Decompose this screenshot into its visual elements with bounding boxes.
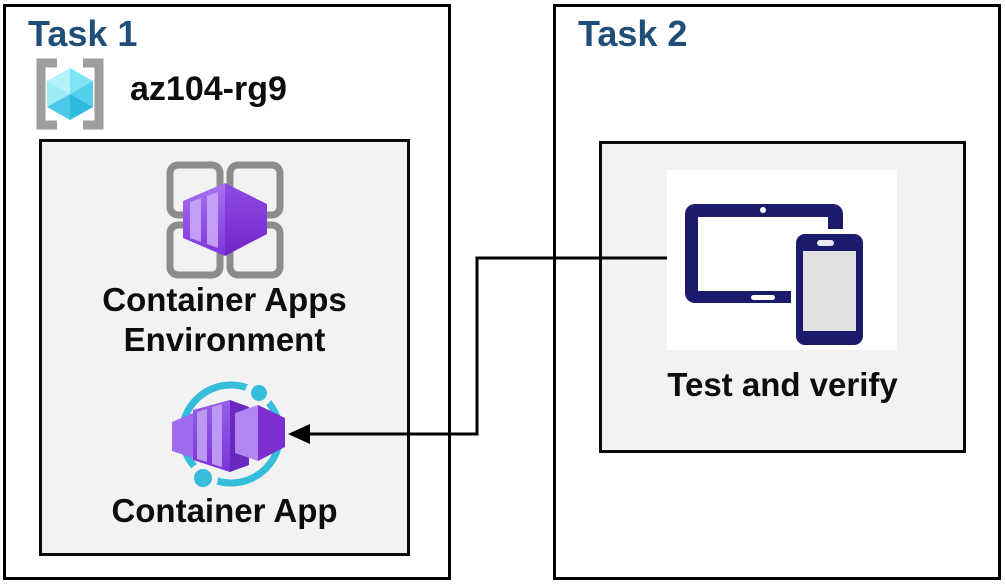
devices-icon-background	[667, 170, 897, 350]
task2-box: Task 2 Test and verify	[553, 4, 1001, 580]
devices-icon	[685, 204, 868, 349]
environment-label: Container Apps Environment	[42, 280, 407, 360]
resource-group-icon	[36, 58, 104, 130]
resource-group-name: az104-rg9	[130, 70, 287, 108]
environment-label-line1: Container Apps	[102, 281, 347, 318]
task2-title: Task 2	[578, 13, 688, 54]
environment-panel: Container Apps Environment	[39, 139, 410, 556]
task1-box: Task 1 az104-rg9	[3, 4, 451, 580]
environment-label-line2: Environment	[123, 321, 326, 358]
container-app-label: Container App	[111, 492, 338, 529]
test-and-verify-label: Test and verify	[667, 366, 898, 403]
container-app-icon	[172, 379, 285, 493]
test-verify-panel: Test and verify	[599, 141, 966, 453]
task1-title: Task 1	[28, 13, 138, 54]
container-apps-environment-icon	[166, 161, 284, 279]
